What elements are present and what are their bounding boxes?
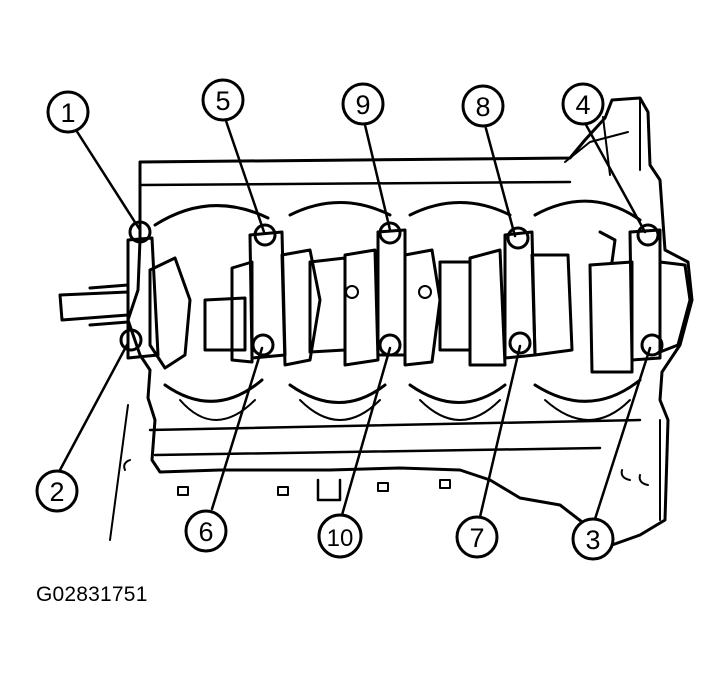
bolt-9 [378, 221, 402, 245]
callout-7-label: 7 [469, 523, 484, 553]
callout-2-label: 2 [49, 477, 64, 507]
bolt-8 [506, 226, 530, 250]
callout-3-label: 3 [585, 525, 600, 555]
engine-block-outline [109, 96, 694, 547]
leader-lines [58, 116, 652, 521]
callout-1-label: 1 [60, 98, 75, 128]
bolt-5 [253, 223, 277, 247]
callout-9: 9 [341, 82, 385, 126]
callout-3: 3 [571, 517, 615, 561]
bolt-6 [251, 333, 275, 357]
bolt-4 [636, 223, 660, 247]
bolt-7 [508, 331, 532, 355]
callout-9-label: 9 [355, 90, 370, 120]
callout-5: 5 [201, 78, 245, 122]
callout-8-label: 8 [475, 92, 490, 122]
callout-10-label: 10 [327, 525, 354, 552]
bolt-10 [378, 333, 402, 357]
figure-code: G02831751 [36, 583, 148, 606]
bolt-heads [119, 220, 664, 357]
callout-7: 7 [455, 515, 499, 559]
bolt-1 [128, 220, 152, 244]
callout-6-label: 6 [198, 517, 213, 547]
callout-6: 6 [184, 509, 228, 553]
callout-4-label: 4 [575, 90, 590, 120]
bearing-caps [126, 228, 662, 362]
cylinder-bores [153, 199, 642, 421]
callout-10: 10 [317, 513, 363, 559]
bolt-3 [640, 333, 664, 357]
callout-1: 1 [46, 90, 90, 134]
callout-8: 8 [461, 84, 505, 128]
lower-block-details [123, 459, 649, 502]
callout-2: 2 [35, 469, 79, 513]
bolt-2 [119, 328, 143, 352]
callout-4: 4 [561, 82, 605, 126]
callout-5-label: 5 [215, 86, 230, 116]
